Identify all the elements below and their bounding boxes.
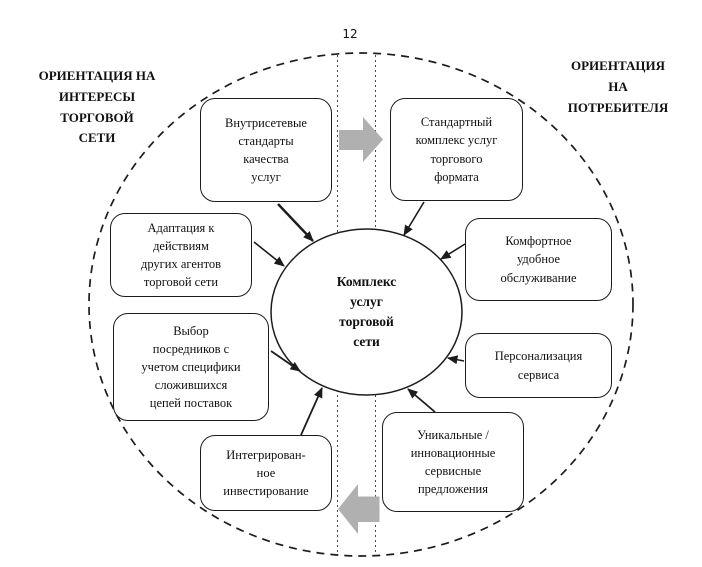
arrow-adaptation <box>253 241 285 267</box>
outer-dashed-ellipse <box>88 52 634 557</box>
node-integrated-investment: Интегрирован- ное инвестирование <box>200 435 332 511</box>
arrow-integrated-investment <box>300 387 323 436</box>
center-node-label: Комплекс услуг торговой сети <box>336 273 397 350</box>
node-comfortable-service: Комфортное удобное обслуживание <box>465 218 612 301</box>
flow-arrow-right-icon <box>339 117 383 162</box>
arrow-intranet-standards <box>277 203 314 242</box>
orientation-consumer-label: ОРИЕНТАЦИЯ НА ПОТРЕБИТЕЛЯ <box>567 58 669 115</box>
node-adaptation: Адаптация к действиям других агентов тор… <box>110 213 252 297</box>
node-standard-complex: Стандартный комплекс услуг торгового фор… <box>390 98 523 201</box>
arrow-personalization <box>447 355 465 365</box>
arrow-unique-offers <box>407 388 436 413</box>
center-ellipse <box>270 228 463 396</box>
sector-number: 12 <box>342 27 358 41</box>
node-personalization: Персонализация сервиса <box>465 333 612 398</box>
node-intermediary-choice: Выбор посредников с учетом специфики сло… <box>113 313 269 421</box>
node-unique-offers: Уникальные / инновационные сервисные пре… <box>382 412 524 512</box>
orientation-network-label: ОРИЕНТАЦИЯ НА ИНТЕРЕСЫ ТОРГОВОЙ СЕТИ <box>38 68 156 146</box>
arrow-comfortable-service <box>440 243 466 260</box>
arrow-standard-complex <box>403 201 425 236</box>
node-intranet-standards: Внутрисетевые стандарты качества услуг <box>200 98 332 202</box>
arrow-intermediary-choice <box>270 350 301 372</box>
flow-arrow-left-icon <box>338 484 380 534</box>
